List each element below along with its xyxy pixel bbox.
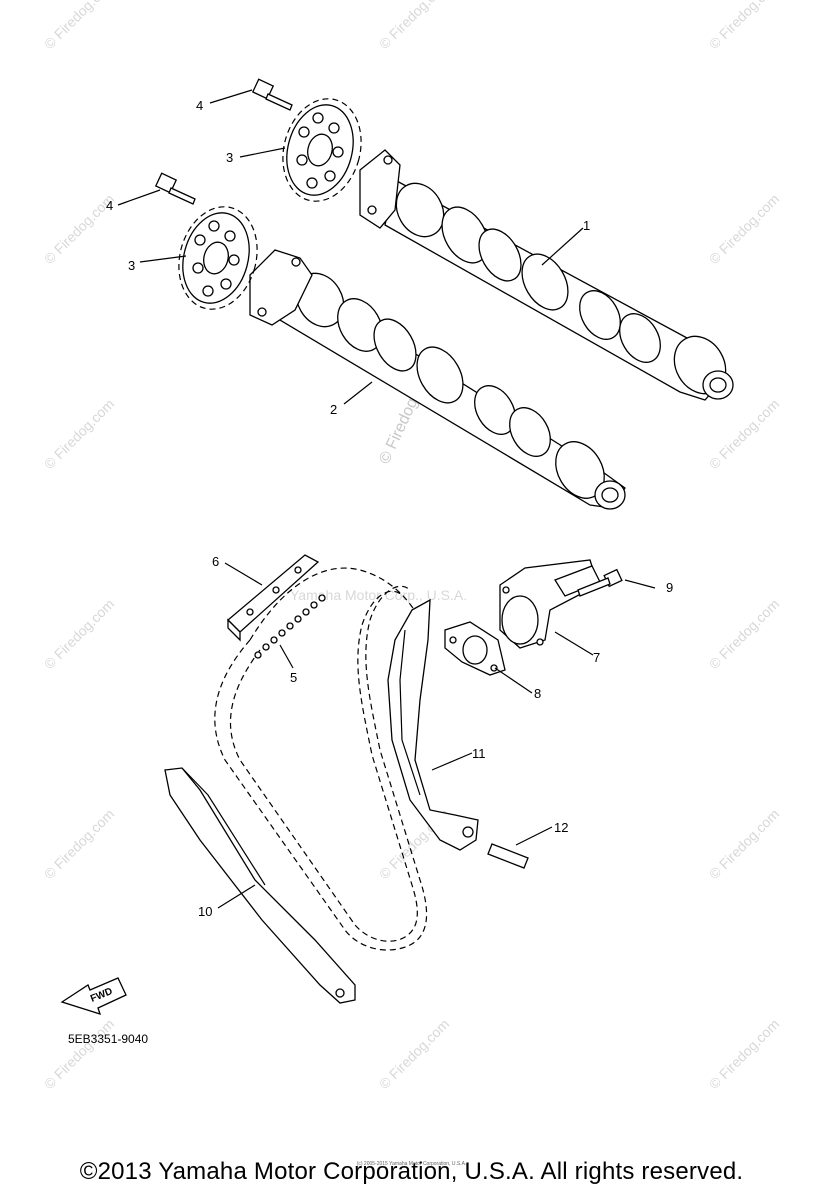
chain-links <box>254 594 326 659</box>
watermark: © Firedog.com <box>41 806 117 882</box>
watermark: © Firedog.com <box>41 396 117 472</box>
callout-2: 2 <box>330 402 337 417</box>
leader-lines <box>117 89 656 909</box>
watermark: © Firedog.com <box>41 596 117 672</box>
fwd-arrow: FWD <box>60 977 127 1016</box>
callout-3-lower: 3 <box>128 258 135 273</box>
callout-12: 12 <box>554 820 568 835</box>
cam-sprocket-upper <box>282 98 362 202</box>
small-print: (c) 2005-2015 Yamaha Motor Corporation, … <box>356 1161 467 1167</box>
callout-1: 1 <box>583 218 590 233</box>
pin <box>487 843 529 869</box>
watermark-layer: © Firedog.com © Firedog.com © Firedog.co… <box>41 0 782 1092</box>
gasket <box>444 621 506 676</box>
watermark: © Firedog.com <box>706 0 782 52</box>
watermark-center: Yamaha Motor Corp., U.S.A. <box>290 587 467 603</box>
camshaft-intake <box>249 249 626 510</box>
callout-7: 7 <box>593 650 600 665</box>
camshaft-exhaust <box>359 149 734 401</box>
callout-5: 5 <box>290 670 297 685</box>
bolt-upper <box>251 78 293 111</box>
callout-11: 11 <box>472 746 486 761</box>
callout-3-upper: 3 <box>226 150 233 165</box>
watermark: © Firedog.com <box>376 1016 452 1092</box>
callout-10: 10 <box>198 904 212 919</box>
callout-4-lower: 4 <box>106 198 113 213</box>
watermark: © Firedog.com <box>706 596 782 672</box>
cam-chain-tensioner <box>499 559 601 649</box>
callout-9: 9 <box>666 580 673 595</box>
tensioner-bolt <box>577 568 623 597</box>
part-code: 5EB3351-9040 <box>68 1032 148 1046</box>
bolt-lower <box>154 172 196 205</box>
callout-labels: 1 2 3 3 4 4 5 6 7 8 9 10 11 12 <box>106 98 673 919</box>
callout-4-upper: 4 <box>196 98 203 113</box>
watermark: © Firedog.com <box>41 0 117 52</box>
watermark: © Firedog.com <box>41 1016 117 1092</box>
watermark: © Firedog.com <box>706 806 782 882</box>
tensioner-guide-intake <box>387 598 479 851</box>
chain-guide-exhaust <box>164 767 356 1004</box>
timing-chain <box>214 567 428 951</box>
watermark: © Firedog.com <box>706 191 782 267</box>
watermark: © Firedog.com <box>376 0 452 52</box>
chain-guide-top <box>227 554 320 642</box>
copyright-notice: ©2013 Yamaha Motor Corporation, U.S.A. A… <box>79 1158 744 1185</box>
callout-6: 6 <box>212 554 219 569</box>
callout-8: 8 <box>534 686 541 701</box>
watermark: © Firedog.com <box>706 396 782 472</box>
cam-sprocket-lower <box>178 206 258 310</box>
watermark: © Firedog.com <box>706 1016 782 1092</box>
